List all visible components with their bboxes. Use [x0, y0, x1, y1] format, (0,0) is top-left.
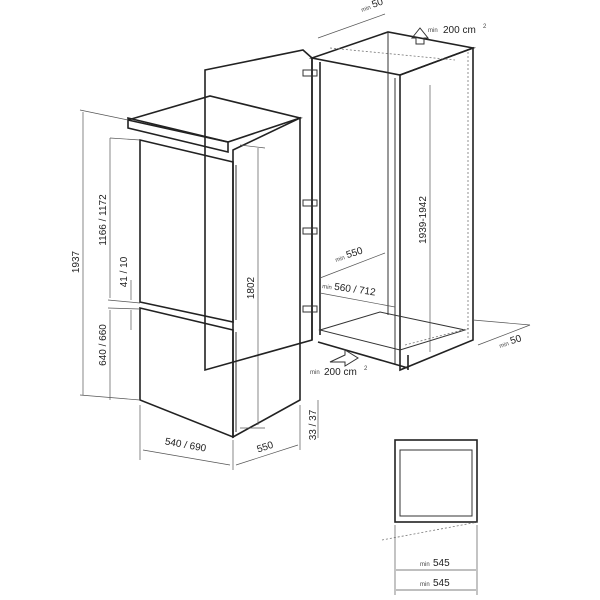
svg-text:min: min [420, 582, 430, 588]
svg-text:2: 2 [483, 24, 487, 30]
plan-inner [399, 449, 473, 517]
svg-text:545: 545 [433, 578, 450, 589]
label-width: 540 / 690 [164, 436, 207, 454]
hinge-icon [302, 199, 318, 207]
svg-text:50: 50 [509, 333, 523, 347]
label-niche-width: min 560 / 712 [322, 282, 377, 299]
svg-text:50: 50 [371, 0, 386, 11]
svg-text:2: 2 [364, 366, 368, 372]
label-body-height: 1802 [246, 276, 257, 299]
label-upper-door: 1166 / 1172 [98, 194, 109, 246]
svg-text:min: min [322, 284, 332, 291]
label-rear-clearance: min 50 [499, 333, 524, 350]
label-niche-depth: min 550 [335, 245, 365, 264]
svg-text:min: min [310, 370, 320, 376]
fridge-side [232, 116, 301, 439]
niche-top [308, 31, 476, 76]
hinge-icon [302, 69, 318, 77]
svg-text:550: 550 [345, 245, 365, 261]
plan-view-drawing [381, 439, 479, 595]
niche-floor [318, 311, 467, 351]
label-lower-door: 640 / 660 [98, 324, 109, 366]
svg-text:min: min [499, 341, 510, 350]
niche-drawing [204, 27, 476, 372]
svg-text:560 / 712: 560 / 712 [333, 282, 376, 299]
label-top-clearance: min 50 [361, 0, 386, 14]
upper-door [139, 138, 234, 323]
svg-text:545: 545 [433, 558, 450, 569]
top-trim [127, 116, 229, 154]
svg-text:200 cm: 200 cm [443, 25, 476, 36]
plan-outline [394, 439, 478, 523]
label-total-height: 1937 [71, 250, 82, 273]
svg-text:min: min [335, 255, 346, 264]
niche-dimension-lines [317, 13, 531, 352]
label-plan-dim2: min 545 [420, 578, 450, 589]
vent-arrow-up-icon [410, 27, 430, 45]
svg-text:min: min [420, 562, 430, 568]
label-top-vent: min 200 cm 2 [428, 24, 487, 36]
svg-text:min: min [428, 28, 438, 34]
svg-text:200 cm: 200 cm [324, 367, 357, 378]
label-depth: 550 [256, 440, 276, 456]
fridge-drawing [127, 95, 303, 439]
lower-door [139, 306, 234, 439]
label-plan-dim1: min 545 [420, 558, 450, 569]
label-door-gap: 41 / 10 [119, 256, 130, 287]
label-bottom-vent: min 200 cm 2 [310, 366, 368, 378]
label-niche-height: 1939-1942 [418, 196, 429, 244]
label-plinth: 33 / 37 [308, 409, 319, 440]
niche-side [399, 46, 474, 372]
fridge-dimension-lines [79, 109, 319, 470]
hinge-icon [302, 305, 318, 313]
hinge-icon [302, 227, 318, 235]
svg-text:min: min [361, 5, 372, 14]
vent-arrow-in-icon [329, 349, 359, 367]
fridge-top [127, 95, 303, 143]
